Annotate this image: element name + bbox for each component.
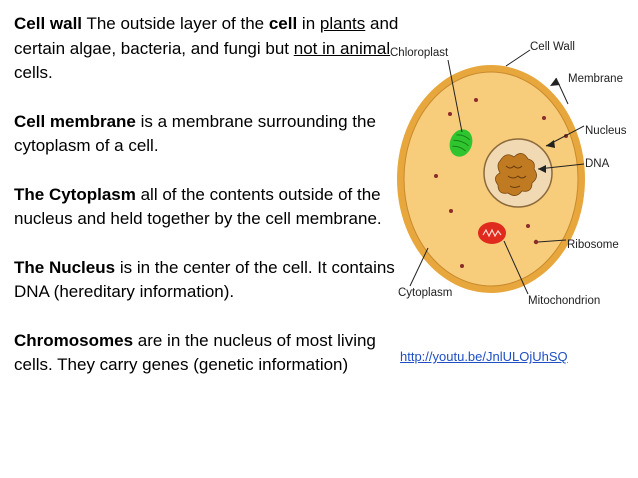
label-nucleus: Nucleus <box>585 125 627 137</box>
term: Cell membrane <box>14 111 136 131</box>
text-run: but <box>265 38 294 58</box>
paragraph: Cell membrane is a membrane surrounding … <box>14 110 399 159</box>
mitochondrion-organelle <box>478 222 506 244</box>
label-dna: DNA <box>585 158 610 170</box>
term: The Nucleus <box>14 257 116 277</box>
text-run: all of the contents outside of the nucle… <box>14 184 382 229</box>
text-run: in <box>297 14 320 33</box>
dna-strands <box>495 153 537 196</box>
arrowheads <box>538 78 560 173</box>
text-run: are in the nucleus of most living cells.… <box>14 330 376 375</box>
paragraph: Chromosomes are in the nucleus of most l… <box>14 329 399 378</box>
text-run: not in animal <box>293 38 391 58</box>
term: Chromosomes <box>14 330 134 350</box>
text-run: and certain algae, bacteria, and fungi <box>14 14 399 58</box>
text-column: Cell wall The outside layer of the cell … <box>14 12 399 402</box>
term: The Cytoplasm <box>14 184 136 204</box>
text-run: is in the center of the cell. It contain… <box>14 257 395 302</box>
chloroplast-organelle <box>449 129 473 157</box>
ribosomes <box>434 98 568 268</box>
text-run: plants <box>319 14 366 33</box>
paragraph: The Nucleus is in the center of the cell… <box>14 256 399 305</box>
label-cytoplasm: Cytoplasm <box>398 287 452 299</box>
text-run: The outside layer of the <box>82 14 269 33</box>
video-link[interactable]: http://youtu.be/JnlULOjUhSQ <box>400 349 568 364</box>
label-cell-wall: Cell Wall <box>530 41 575 53</box>
text-run: cells. <box>14 63 53 82</box>
label-chloroplast: Chloroplast <box>390 47 449 59</box>
paragraph: Cell wall The outside layer of the cell … <box>14 12 399 86</box>
term: Cell wall <box>14 14 83 33</box>
label-ribosome: Ribosome <box>567 239 619 251</box>
paragraph: The Cytoplasm all of the contents outsid… <box>14 183 399 232</box>
label-membrane: Membrane <box>568 73 623 85</box>
term: cell <box>268 14 298 33</box>
text-run: is a membrane surrounding the cytoplasm … <box>14 111 376 156</box>
label-mitochondrion: Mitochondrion <box>528 295 600 307</box>
plant-cell-diagram: Chloroplast Cell Wall Membrane Nucleus D… <box>390 41 627 307</box>
